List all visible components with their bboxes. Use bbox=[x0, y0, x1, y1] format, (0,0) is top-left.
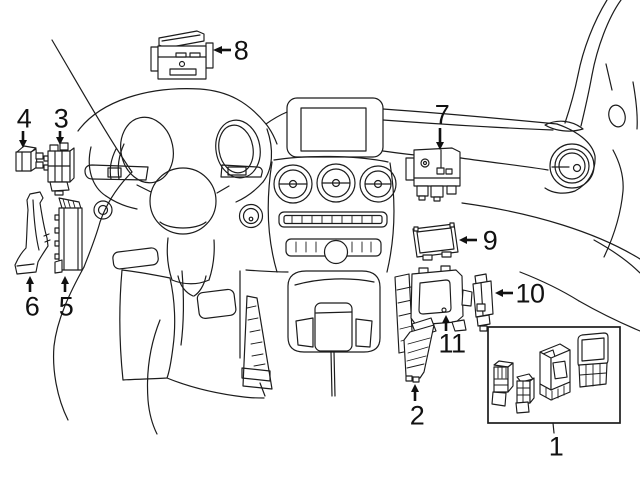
kit-module-large bbox=[539, 343, 571, 401]
kit-module-relay-b bbox=[515, 373, 535, 414]
part-2 bbox=[403, 317, 437, 383]
callout-label-6: 6 bbox=[24, 291, 40, 322]
callout-label-9: 9 bbox=[482, 225, 498, 256]
part-9 bbox=[412, 222, 459, 261]
callout-label-11: 11 bbox=[438, 328, 466, 359]
part-3 bbox=[43, 142, 75, 196]
callout-label-1: 1 bbox=[548, 431, 564, 462]
part-4 bbox=[15, 145, 44, 172]
callout-label-4: 4 bbox=[16, 103, 32, 134]
part-10-bracket bbox=[472, 273, 494, 332]
lower-dash-and-footwell bbox=[112, 247, 289, 399]
part-5 bbox=[54, 197, 83, 274]
center-stack bbox=[267, 97, 397, 397]
kit-module-frame bbox=[577, 332, 609, 388]
callout-label-3: 3 bbox=[53, 103, 69, 134]
part-8 bbox=[150, 30, 214, 80]
part-6-bracket bbox=[14, 191, 51, 275]
dashboard-outline bbox=[51, 0, 640, 435]
callout-label-8: 8 bbox=[233, 35, 249, 66]
callout-label-2: 2 bbox=[409, 400, 425, 431]
kit-module-relay-a bbox=[491, 360, 514, 407]
callout-label-10: 10 bbox=[515, 278, 545, 309]
callout-label-5: 5 bbox=[58, 291, 74, 322]
callout-arrows bbox=[19, 46, 513, 401]
callout-label-7: 7 bbox=[434, 99, 450, 130]
steering-wheel-and-column bbox=[84, 116, 273, 297]
part-7 bbox=[405, 147, 461, 202]
kit-leader-line bbox=[552, 422, 555, 434]
part-1-kit-box bbox=[487, 326, 621, 434]
